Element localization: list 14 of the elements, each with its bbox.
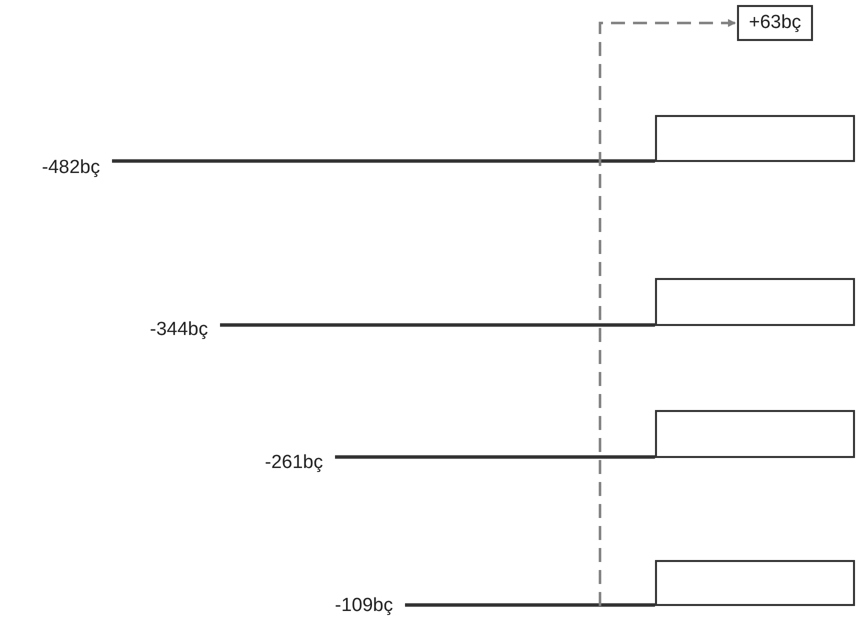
connector-line [112, 159, 655, 163]
position-label: -109bç [295, 588, 393, 622]
position-label: -261bç [225, 445, 323, 481]
connector-line [335, 455, 655, 459]
reporter-box [655, 278, 855, 326]
reporter-box [655, 560, 855, 606]
position-label: -482bç [0, 150, 100, 186]
connector-line [598, 19, 736, 606]
reporter-box [655, 115, 855, 162]
connector-line [220, 323, 655, 327]
connector-line [405, 603, 655, 607]
label-box: +63bç [737, 5, 813, 41]
position-label: -344bç [110, 312, 208, 348]
reporter-box [655, 410, 855, 458]
